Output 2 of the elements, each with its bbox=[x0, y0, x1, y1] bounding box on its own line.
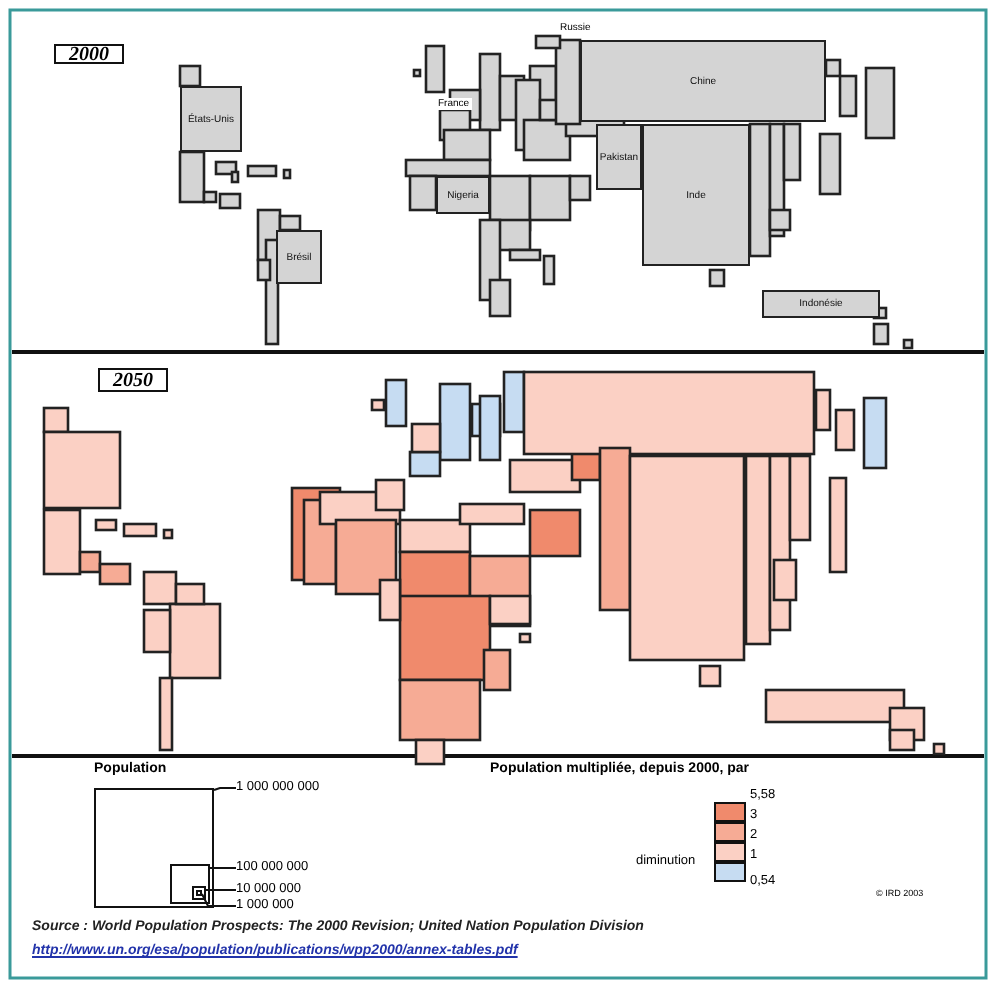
year-label: 2050 bbox=[113, 369, 153, 391]
year-label: 2000 bbox=[69, 43, 109, 65]
